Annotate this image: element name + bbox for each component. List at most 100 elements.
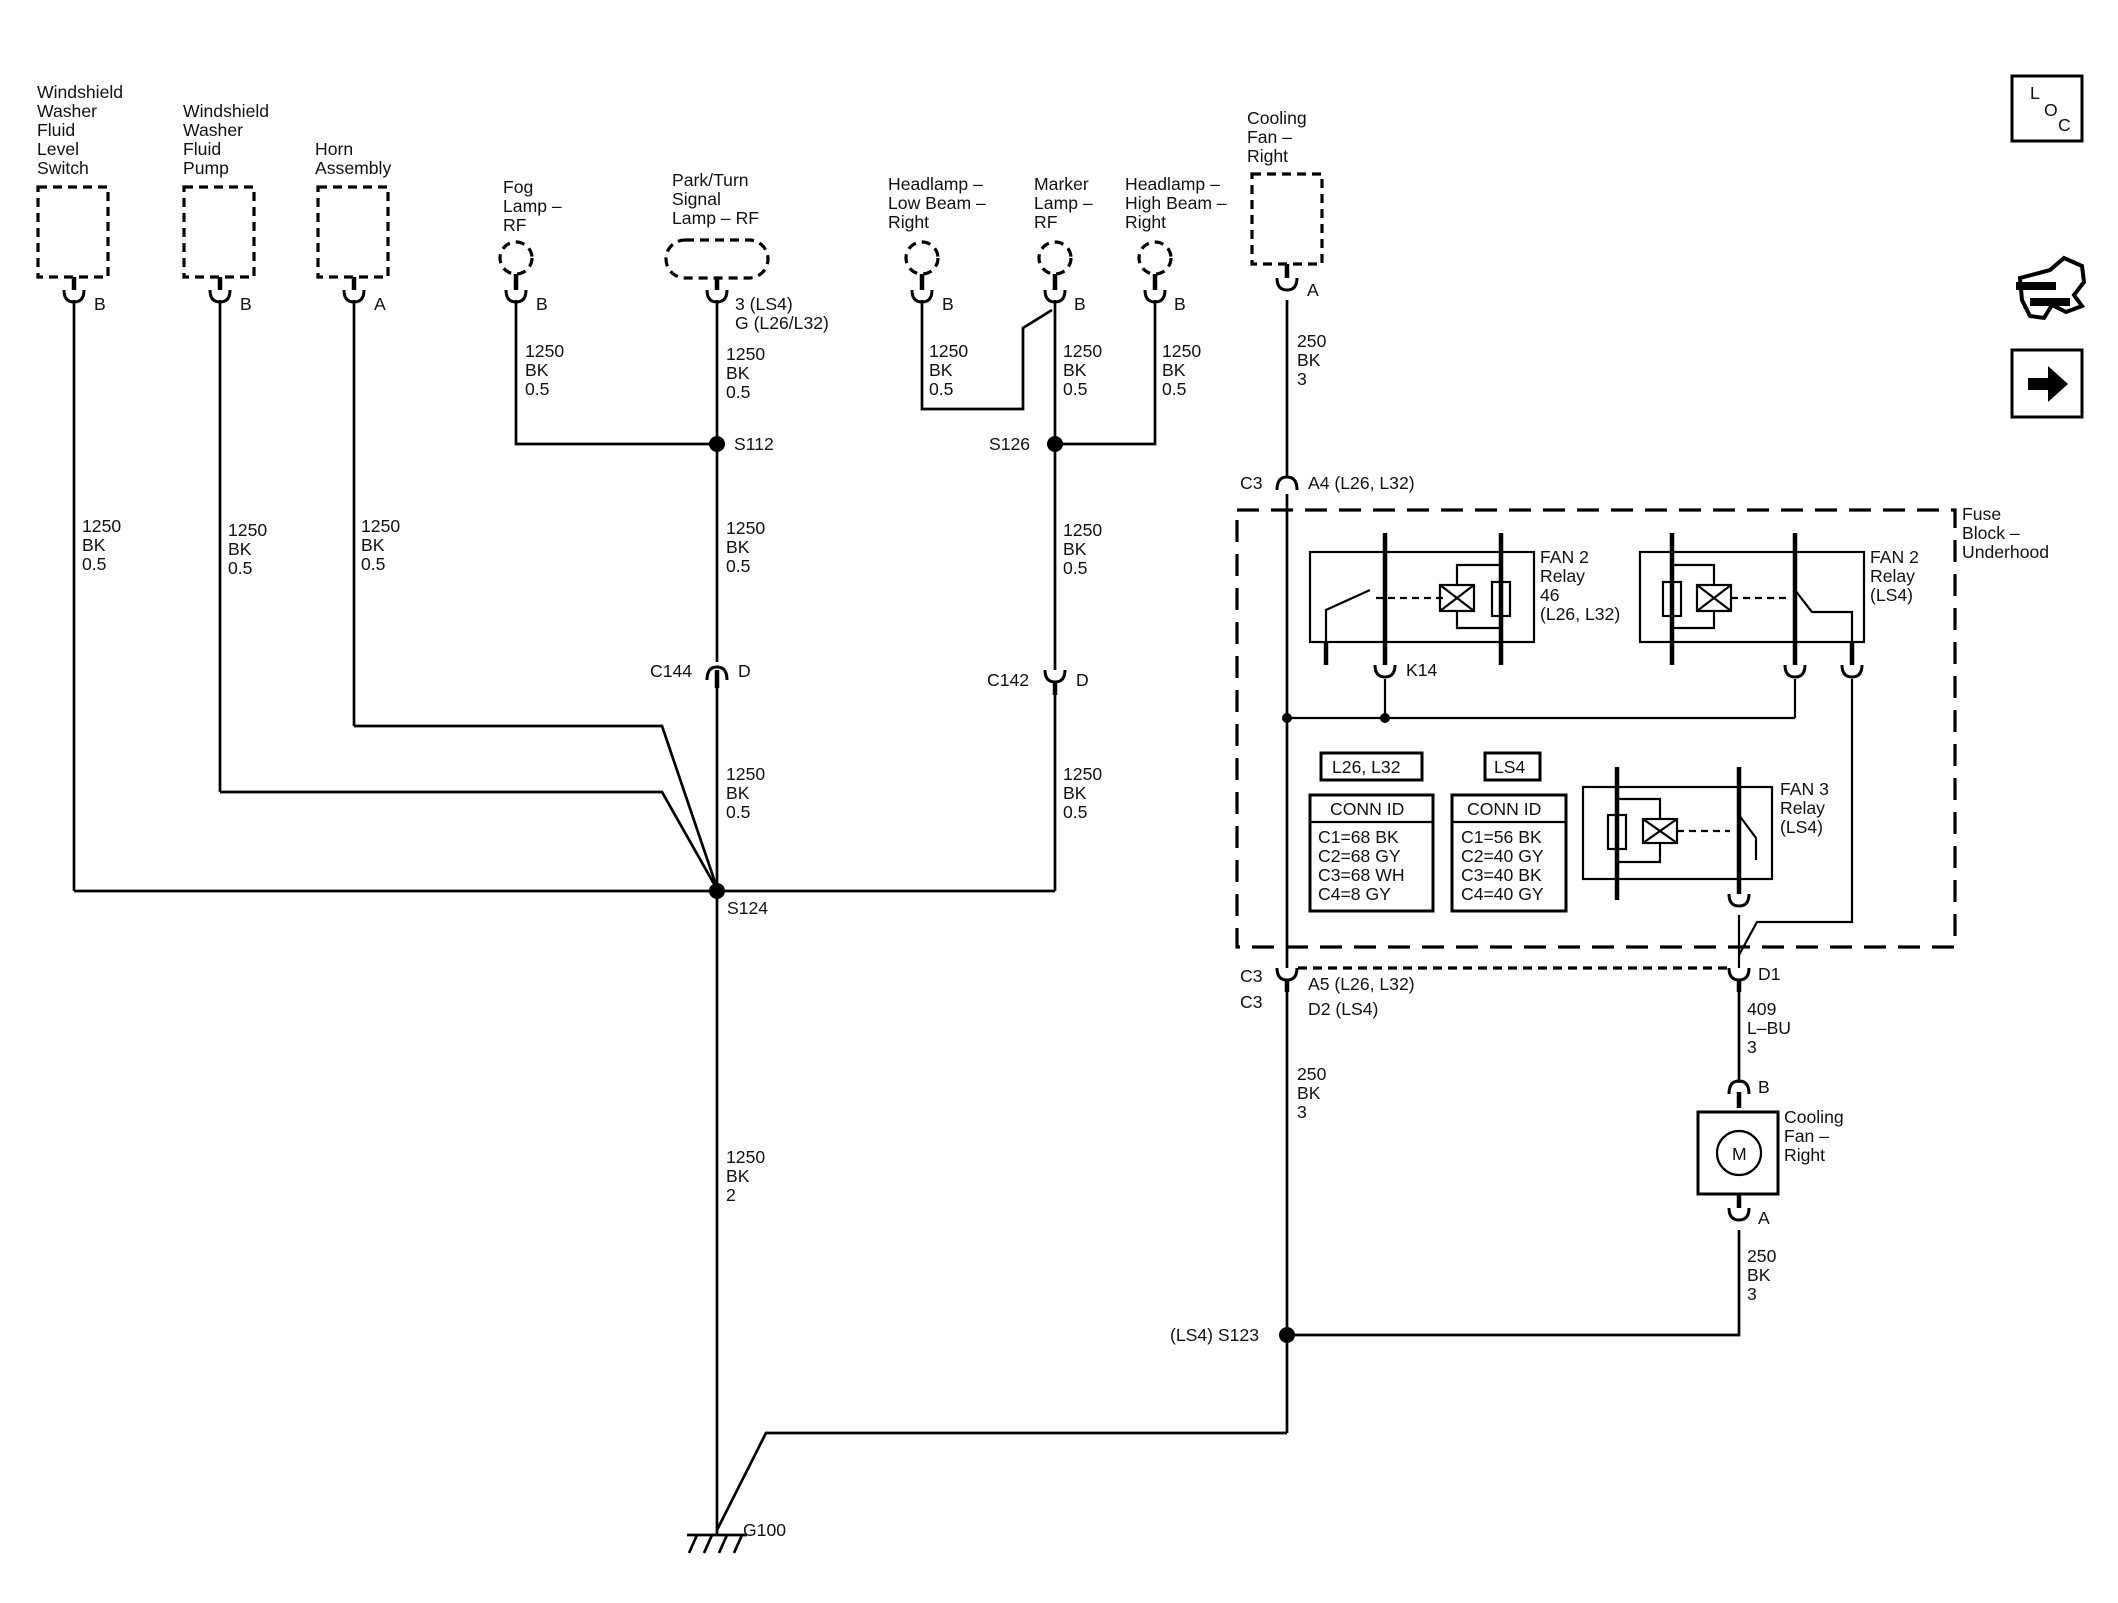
arrow-right-icon[interactable] (2010, 348, 2084, 419)
conn-table-2-row: C1=56 BK (1461, 827, 1542, 847)
wire-circuit: 1250 (1063, 341, 1102, 361)
wire-color: BK (726, 363, 750, 383)
wire-circuit: 1250 (1063, 764, 1102, 784)
park-turn-label-2: Signal (672, 189, 721, 209)
c144-label: C144 (650, 661, 692, 681)
conn-table-1-frame (1308, 793, 1435, 913)
wire-color: BK (726, 1166, 750, 1186)
pin-k14 (1373, 664, 1397, 679)
pin-label: B (942, 294, 954, 314)
wwf-level-switch-label-5: Switch (37, 158, 89, 178)
wire-color: BK (361, 535, 385, 555)
wire-gauge: 0.5 (82, 554, 107, 574)
splice-s124-dot (709, 883, 725, 899)
labels: Windshield Washer Fluid Level Switch Win… (37, 82, 2049, 1540)
wire-color: BK (228, 539, 252, 559)
fan2-relay-a (1308, 533, 1536, 665)
svg-text:L: L (2030, 83, 2040, 103)
high-beam-symbol (1137, 240, 1173, 276)
pin-label: B (1074, 294, 1086, 314)
marker-label-1: Marker (1034, 174, 1089, 194)
horn-label-2: Assembly (315, 158, 391, 178)
c3-bottom-pin-2: D2 (LS4) (1308, 999, 1378, 1019)
wire-gauge: 0.5 (1063, 379, 1088, 399)
pin-label: B (240, 294, 252, 314)
pin-c3-bottom (1275, 967, 1299, 992)
wire-circuit: 1250 (726, 764, 765, 784)
pin-label: B (536, 294, 548, 314)
high-beam-label-3: Right (1125, 212, 1166, 232)
fuse-block-label-1: Fuse (1962, 504, 2001, 524)
marker-label-3: RF (1034, 212, 1058, 232)
pin-low-beam (910, 274, 934, 304)
wire-color: BK (726, 537, 750, 557)
pin-fog (504, 274, 528, 304)
fog-label-3: RF (503, 215, 527, 235)
wwf-pump-label-3: Fluid (183, 139, 221, 159)
cooling-fan-conn-label-3: Right (1247, 146, 1288, 166)
wire-color: BK (1162, 360, 1186, 380)
fuse-block-label-3: Underhood (1962, 542, 2049, 562)
splice-s112-dot (709, 436, 725, 452)
fan2-relay-b-label-2: Relay (1870, 566, 1915, 586)
splice-s123-label: (LS4) S123 (1170, 1325, 1259, 1345)
wire-color: BK (726, 783, 750, 803)
c3-top-pin: A4 (L26, L32) (1308, 473, 1415, 493)
horn-label-1: Horn (315, 139, 353, 159)
marker-lamp-symbol (1037, 240, 1073, 276)
ground-symbol (687, 1533, 747, 1554)
harness-routing-icon[interactable] (2016, 255, 2087, 321)
wwf-level-switch-label-4: Level (37, 139, 79, 159)
wwf-level-switch-label-2: Washer (37, 101, 97, 121)
park-turn-label-1: Park/Turn (672, 170, 749, 190)
conn-table-1-header: CONN ID (1330, 799, 1404, 819)
fan-motor-pin-b: B (1758, 1077, 1770, 1097)
fan-motor-label-2: Fan – (1784, 1126, 1829, 1146)
wire-color: BK (929, 360, 953, 380)
wire-gauge: 3 (1747, 1037, 1757, 1057)
splice-s112-label: S112 (734, 434, 774, 454)
wwf-pump-label-2: Washer (183, 120, 243, 140)
wire-gauge: 0.5 (228, 558, 253, 578)
pin-c3-top (1275, 475, 1299, 491)
splice-s123-dot (1279, 1327, 1295, 1343)
wwf-level-switch-label-1: Windshield (37, 82, 123, 102)
loc-icon[interactable]: L O C (2010, 74, 2084, 143)
wire-gauge: 0.5 (726, 556, 751, 576)
high-beam-label-1: Headlamp – (1125, 174, 1220, 194)
park-turn-lamp-symbol (664, 238, 770, 280)
pin-d1 (1727, 967, 1751, 992)
wire-circuit: 1250 (525, 341, 564, 361)
fan3-relay (1581, 767, 1774, 900)
connector-pins (62, 264, 1864, 1222)
pin-horn (342, 277, 366, 304)
c144-pin: D (738, 661, 751, 681)
wwf-pump-label-1: Windshield (183, 101, 269, 121)
fan2-relay-b-label-3: (LS4) (1870, 585, 1913, 605)
wire-circuit: 1250 (726, 344, 765, 364)
fog-label-2: Lamp – (503, 196, 562, 216)
wire-circuit: 409 (1747, 999, 1776, 1019)
cooling-fan-conn-label-1: Cooling (1247, 108, 1307, 128)
wire-color: BK (1297, 350, 1321, 370)
fan-motor-pin-a: A (1758, 1208, 1770, 1228)
pin-wwf-level (62, 277, 86, 304)
d1-label: D1 (1758, 964, 1781, 984)
fan-motor-label-3: Right (1784, 1145, 1825, 1165)
svg-text:O: O (2044, 100, 2058, 120)
park-turn-label-3: Lamp – RF (672, 208, 759, 228)
splice-s124-label: S124 (727, 898, 768, 918)
wwf-pump-box (182, 185, 256, 279)
pin-fan-motor-b (1727, 1079, 1751, 1108)
wire-circuit: 1250 (726, 518, 765, 538)
wire-color: BK (82, 535, 106, 555)
wire-color: BK (1297, 1083, 1321, 1103)
wwf-pump-label-4: Pump (183, 158, 229, 178)
low-beam-label-1: Headlamp – (888, 174, 983, 194)
wire-color: BK (525, 360, 549, 380)
pin-c144 (705, 665, 729, 688)
bus-junction-dot (1380, 713, 1390, 723)
wire-gauge: 2 (726, 1185, 736, 1205)
wire-gauge: 0.5 (361, 554, 386, 574)
